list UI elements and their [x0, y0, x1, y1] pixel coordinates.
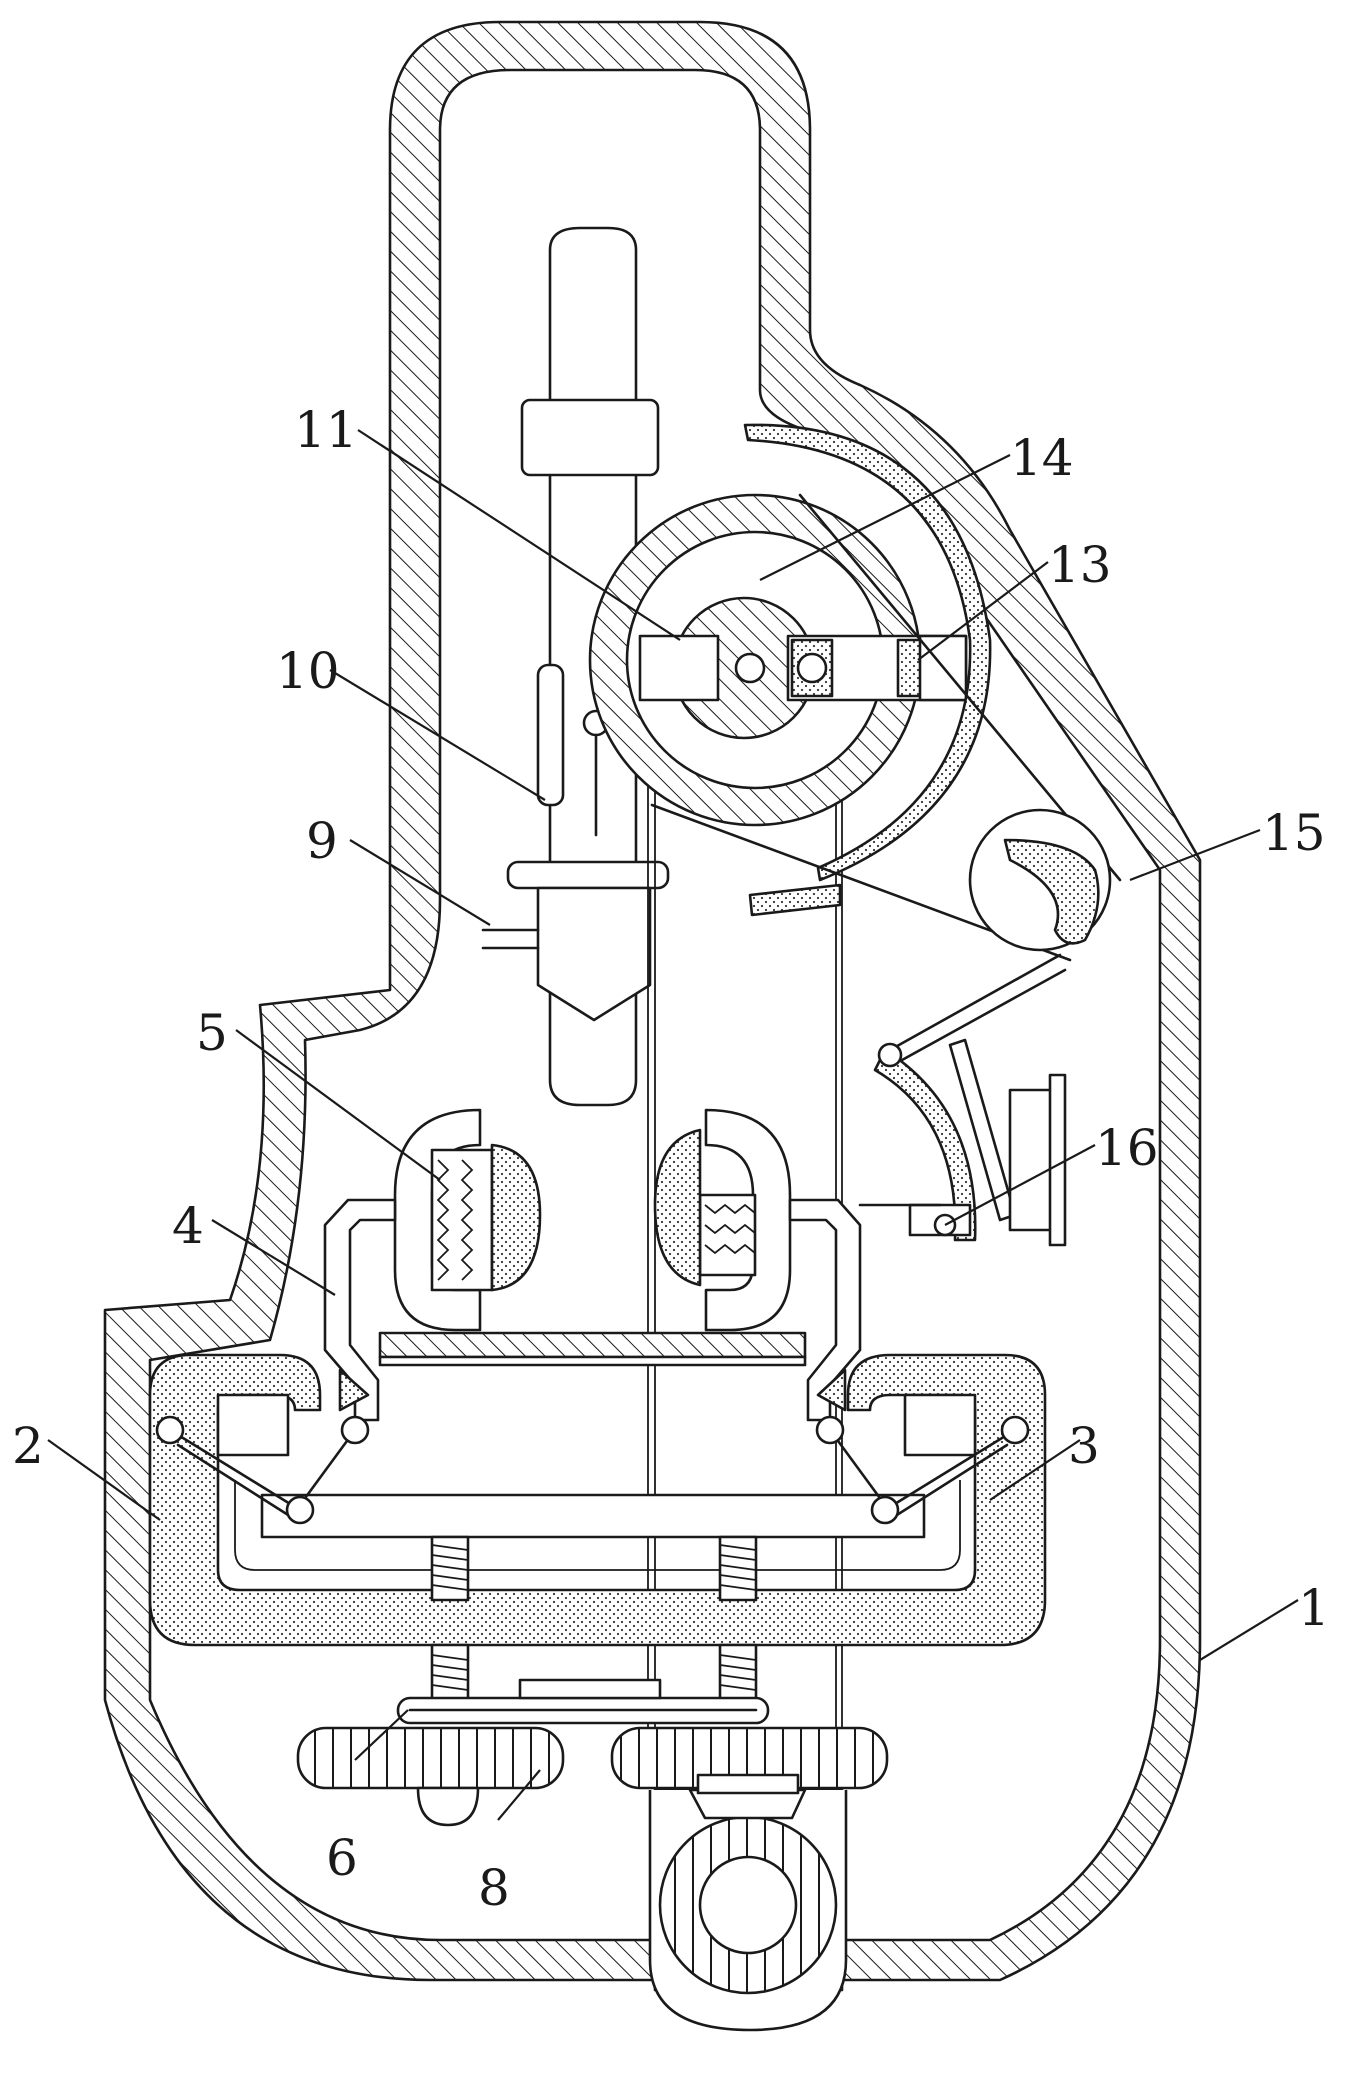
label-4: 4 [172, 1197, 204, 1255]
frame-inner-channel [234, 1480, 961, 1571]
frame-inner-block-right [903, 1393, 977, 1457]
pivot-pins [155, 1415, 1030, 1525]
label-13: 13 [1048, 536, 1112, 594]
swing-arm [873, 1038, 1067, 1247]
label-2: 2 [12, 1417, 44, 1475]
bracket-left [323, 1198, 397, 1422]
clamp-left [393, 1108, 542, 1332]
eccentric-hub [638, 596, 816, 740]
label-3: 3 [1068, 1417, 1100, 1475]
label-11: 11 [294, 401, 358, 459]
gear-left [296, 1726, 565, 1827]
label-16: 16 [1095, 1119, 1159, 1177]
belt-pulley-assembly [396, 1678, 770, 1725]
threaded-screw-left [430, 1535, 470, 1702]
cross-plate [378, 1331, 807, 1367]
label-9: 9 [306, 812, 338, 870]
bracket-right [788, 1198, 862, 1422]
arc-track-tip [748, 883, 842, 917]
label-15: 15 [1262, 804, 1326, 862]
scissor-links [168, 1428, 1017, 1522]
clamp-right [653, 1108, 792, 1332]
horizontal-slide-bar [260, 1493, 926, 1539]
label-1: 1 [1298, 1579, 1330, 1637]
pulley-link-rod-2 [891, 968, 1067, 1067]
small-pulley [968, 808, 1112, 952]
pulley-link-rod [888, 953, 1062, 1052]
frame-inner-block-left [216, 1393, 290, 1457]
arc-track-outer [743, 423, 992, 882]
label-5: 5 [196, 1004, 228, 1062]
leader-lines [47, 429, 1299, 1821]
spring-pad-right [816, 1368, 847, 1412]
spring-pad-left [338, 1368, 370, 1412]
threaded-screw-right [718, 1535, 758, 1702]
bevel-gear [648, 1773, 848, 2032]
label-8: 8 [478, 1859, 510, 1917]
label-14: 14 [1010, 429, 1074, 487]
label-10: 10 [276, 642, 340, 700]
slide-rail-13 [786, 634, 968, 702]
label-6: 6 [326, 1829, 358, 1887]
